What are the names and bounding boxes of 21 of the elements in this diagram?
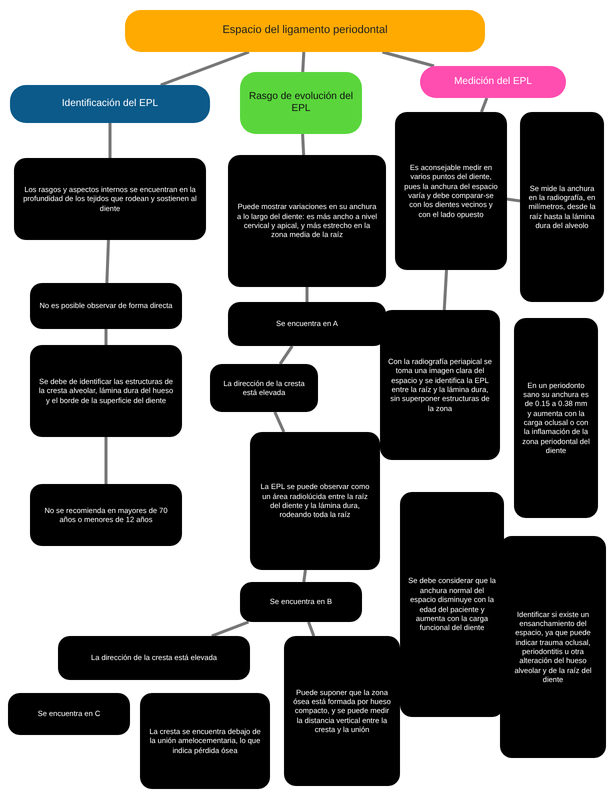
heading-box: Medición del EPL	[420, 66, 566, 98]
connector-line	[480, 97, 488, 113]
connector-line	[382, 50, 434, 68]
heading-box: Espacio del ligamento periodontal	[125, 10, 485, 52]
connector-line	[506, 198, 520, 202]
connector-line	[302, 570, 307, 582]
connector-line	[211, 620, 250, 638]
connector-line	[108, 123, 112, 158]
connector-line	[301, 52, 306, 72]
connector-line	[301, 134, 306, 156]
connector-line	[104, 437, 108, 484]
connector-line	[104, 329, 108, 345]
connector-line	[273, 411, 286, 433]
connector-line	[442, 270, 448, 310]
heading-box: Rasgo de evolución del EPL	[240, 72, 362, 134]
heading-box: Identificación del EPL	[10, 85, 210, 123]
connector-line	[306, 287, 308, 302]
connector-line	[105, 240, 110, 284]
connector-line	[307, 621, 316, 637]
connector-line	[160, 50, 250, 86]
connector-line	[278, 345, 294, 365]
